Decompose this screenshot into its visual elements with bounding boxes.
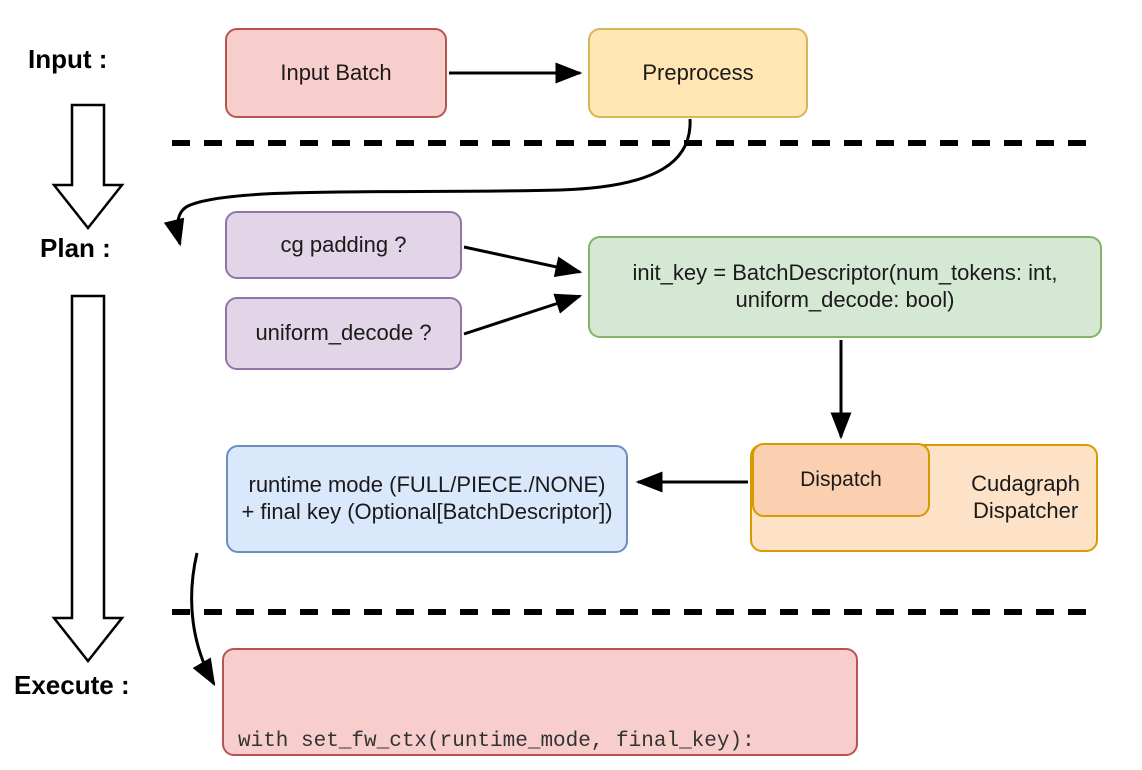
- node-execute-code[interactable]: with set_fw_ctx(runtime_mode, final_key)…: [222, 648, 858, 756]
- plan-to-execute-block-arrow: [51, 294, 125, 664]
- stage-label-input: Input :: [28, 44, 108, 74]
- node-init-key[interactable]: init_key = BatchDescriptor(num_tokens: i…: [588, 236, 1102, 338]
- node-execute-code-line-1: with set_fw_ctx(runtime_mode, final_key)…: [238, 729, 755, 753]
- node-runtime-mode-line-1: runtime mode (FULL/PIECE./NONE): [248, 472, 606, 498]
- node-cg-padding-label: cg padding ?: [280, 231, 407, 257]
- node-init-key-line-2: uniform_decode: bool): [735, 287, 955, 312]
- stage-label-plan: Plan :: [40, 233, 111, 263]
- node-cudagraph-dispatcher-line-2: Dispatcher: [972, 498, 1079, 523]
- edge-uniform-decode-to-init-key: [463, 293, 583, 336]
- edge-runtime-mode-to-execute: [190, 552, 216, 687]
- node-dispatch[interactable]: Dispatch: [752, 443, 930, 517]
- node-uniform-decode[interactable]: uniform_decode ?: [225, 297, 462, 370]
- node-cudagraph-dispatcher-text: Cudagraph Dispatcher: [971, 471, 1080, 525]
- input-to-plan-block-arrow: [51, 103, 125, 231]
- node-preprocess-label: Preprocess: [642, 59, 754, 85]
- node-init-key-line-1: init_key = BatchDescriptor(num_tokens: i…: [632, 260, 1058, 286]
- node-runtime-mode-line-2: + final key (Optional[BatchDescriptor]): [241, 499, 613, 524]
- node-cg-padding[interactable]: cg padding ?: [225, 211, 462, 279]
- node-preprocess[interactable]: Preprocess: [588, 28, 808, 118]
- node-runtime-mode-text: runtime mode (FULL/PIECE./NONE) + final …: [241, 472, 612, 526]
- node-cudagraph-dispatcher-line-1: Cudagraph: [971, 471, 1080, 497]
- node-input-batch-label: Input Batch: [280, 59, 392, 85]
- node-input-batch[interactable]: Input Batch: [225, 28, 447, 118]
- node-init-key-text: init_key = BatchDescriptor(num_tokens: i…: [633, 260, 1058, 314]
- node-dispatch-label: Dispatch: [800, 468, 882, 492]
- node-runtime-mode[interactable]: runtime mode (FULL/PIECE./NONE) + final …: [226, 445, 628, 553]
- stage-label-execute: Execute :: [14, 670, 130, 700]
- node-uniform-decode-label: uniform_decode ?: [255, 320, 432, 346]
- edge-cg-padding-to-init-key: [463, 245, 583, 278]
